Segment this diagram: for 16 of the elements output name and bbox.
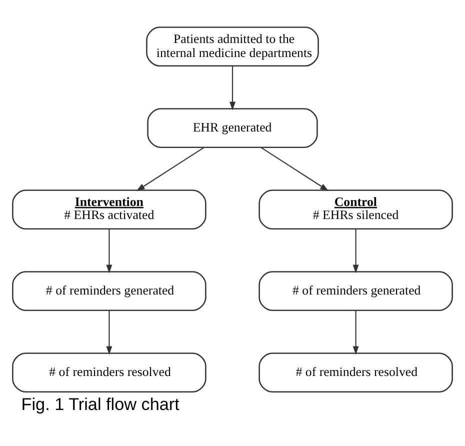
node-box: Control # EHRs silenced	[258, 189, 453, 229]
node-box: Intervention # EHRs activated	[12, 189, 206, 229]
arrow	[260, 146, 329, 191]
node-box: # of reminders resolved	[12, 352, 206, 392]
caption: Fig. 1 Trial flow chart	[21, 393, 180, 414]
arrow	[352, 310, 359, 354]
node-box: EHR generated	[147, 108, 318, 148]
node-box: # of reminders generated	[12, 270, 206, 310]
arrow	[230, 66, 236, 110]
arrow	[352, 228, 359, 273]
node-box: Patients admitted to the internal medicine departments	[146, 26, 319, 66]
node-box: # of reminders generated	[258, 270, 453, 310]
arrow	[106, 310, 112, 354]
arrow	[136, 146, 204, 191]
node-box: # of reminders resolved	[258, 352, 453, 392]
arrow	[106, 228, 112, 273]
